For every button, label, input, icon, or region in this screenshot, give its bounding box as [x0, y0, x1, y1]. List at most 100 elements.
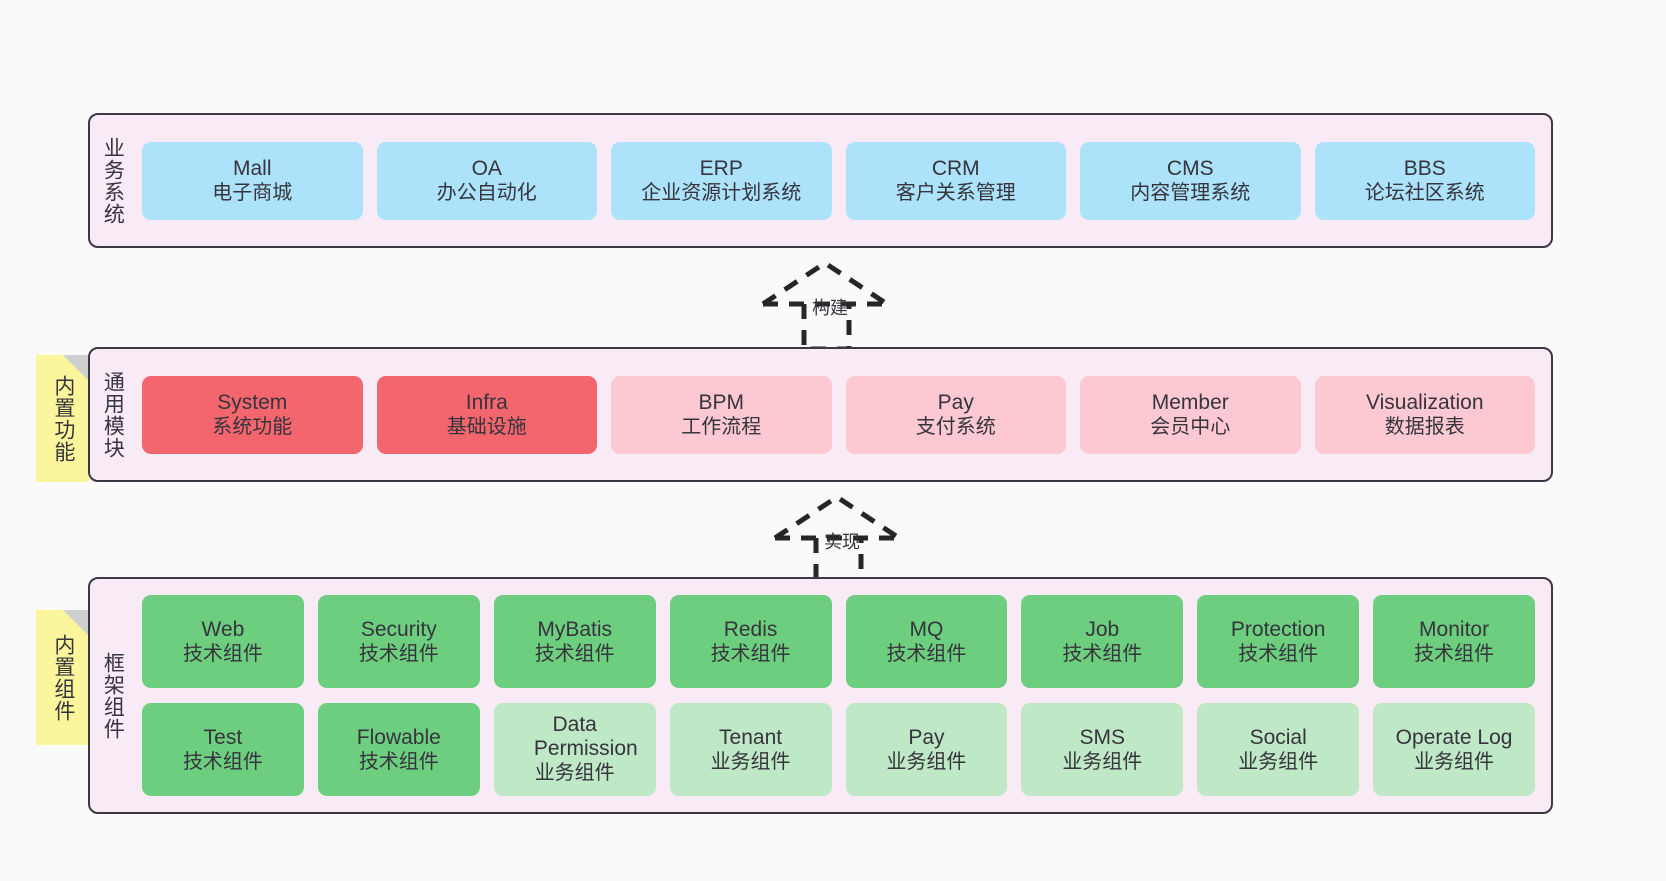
node-label-en: Job [1085, 617, 1120, 641]
sticky-note-builtin-function: 内置功能 [36, 355, 89, 482]
node-label-en: Pay [937, 390, 974, 414]
folded-corner-icon [63, 355, 89, 381]
node-label-cn: 会员中心 [1150, 416, 1231, 439]
node-sms[interactable]: SMS 业务组件 [1021, 703, 1184, 796]
node-label-en: Test [203, 725, 243, 749]
node-label-cn: 技术组件 [534, 643, 615, 666]
node-security[interactable]: Security 技术组件 [317, 595, 480, 688]
node-label-en: ERP [699, 156, 743, 180]
layer-framework-component: 框架组件 Web 技术组件 Security 技术组件 MyBatis 技术组件… [88, 577, 1553, 814]
node-label-en: Mall [232, 156, 272, 180]
node-label-cn: 企业资源计划系统 [641, 182, 802, 205]
node-label-cn: 客户关系管理 [895, 182, 1016, 205]
node-monitor[interactable]: Monitor 技术组件 [1373, 595, 1535, 688]
node-social[interactable]: Social 业务组件 [1197, 703, 1360, 796]
connector-build: 构建 [758, 258, 908, 354]
layer-common-module: 通用模块 System 系统功能 Infra 基础设施 BPM 工作流程 Pay… [88, 347, 1553, 482]
connector-label-implement: 实现 [824, 532, 860, 552]
layer-body-framework-component: Web 技术组件 Security 技术组件 MyBatis 技术组件 Redi… [134, 579, 1551, 812]
node-test[interactable]: Test 技术组件 [142, 703, 304, 796]
node-label-en: Data Permission [533, 713, 638, 761]
node-label-cn: 系统功能 [212, 416, 293, 439]
layer-body-common-module: System 系统功能 Infra 基础设施 BPM 工作流程 Pay 支付系统… [134, 349, 1551, 480]
node-erp[interactable]: ERP 企业资源计划系统 [611, 141, 832, 220]
node-label-cn: 技术组件 [182, 643, 263, 666]
node-label-en: Infra [465, 390, 508, 414]
node-label-cn: 技术组件 [1414, 643, 1495, 666]
framework-row-technical: Web 技术组件 Security 技术组件 MyBatis 技术组件 Redi… [142, 595, 1535, 688]
node-label-en: Protection [1230, 617, 1326, 641]
node-label-en: Tenant [719, 725, 783, 749]
sticky-note-builtin-component: 内置组件 [36, 610, 89, 745]
node-visualization[interactable]: Visualization 数据报表 [1314, 375, 1535, 454]
node-label-en: Redis [723, 617, 778, 641]
node-label-en: Visualization [1365, 390, 1484, 414]
node-label-cn: 技术组件 [182, 751, 263, 774]
node-mq[interactable]: MQ 技术组件 [845, 595, 1008, 688]
framework-row-business: Test 技术组件 Flowable 技术组件 Data Permission … [142, 703, 1535, 796]
node-data-permission[interactable]: Data Permission 业务组件 [493, 703, 656, 796]
node-system[interactable]: System 系统功能 [142, 375, 363, 454]
node-oa[interactable]: OA 办公自动化 [376, 141, 597, 220]
node-protection[interactable]: Protection 技术组件 [1197, 595, 1360, 688]
node-label-cn: 内容管理系统 [1130, 182, 1251, 205]
node-pay[interactable]: Pay 支付系统 [845, 375, 1066, 454]
node-label-en: MQ [909, 617, 944, 641]
node-label-cn: 工作流程 [681, 416, 762, 439]
node-label-cn: 业务组件 [1062, 751, 1143, 774]
node-label-cn: 业务组件 [534, 762, 615, 785]
sticky-note-label: 内置组件 [51, 633, 75, 722]
connector-implement: 实现 [770, 492, 920, 588]
node-infra[interactable]: Infra 基础设施 [376, 375, 597, 454]
node-label-en: Operate Log [1395, 725, 1513, 749]
node-tenant[interactable]: Tenant 业务组件 [669, 703, 832, 796]
node-label-cn: 数据报表 [1384, 416, 1465, 439]
node-label-en: Security [360, 617, 437, 641]
node-label-en: MyBatis [537, 617, 613, 641]
node-label-cn: 技术组件 [886, 643, 967, 666]
node-operate-log[interactable]: Operate Log 业务组件 [1373, 703, 1535, 796]
node-crm[interactable]: CRM 客户关系管理 [845, 141, 1066, 220]
connector-label-build: 构建 [812, 298, 848, 318]
node-label-cn: 业务组件 [1414, 751, 1495, 774]
node-web[interactable]: Web 技术组件 [142, 595, 304, 688]
node-label-en: Pay [908, 725, 945, 749]
node-flowable[interactable]: Flowable 技术组件 [317, 703, 480, 796]
folded-corner-icon [63, 610, 89, 636]
generalization-stem [813, 538, 864, 586]
node-label-cn: 电子商城 [212, 182, 293, 205]
node-member[interactable]: Member 会员中心 [1080, 375, 1301, 454]
node-mall[interactable]: Mall 电子商城 [142, 141, 363, 220]
node-label-cn: 技术组件 [358, 643, 439, 666]
node-label-en: Flowable [356, 725, 441, 749]
node-label-en: CRM [931, 156, 980, 180]
node-mybatis[interactable]: MyBatis 技术组件 [493, 595, 656, 688]
node-label-en: BBS [1403, 156, 1446, 180]
node-job[interactable]: Job 技术组件 [1021, 595, 1184, 688]
generalization-stem [801, 304, 852, 352]
node-label-cn: 办公自动化 [436, 182, 537, 205]
node-label-cn: 业务组件 [886, 751, 967, 774]
node-label-cn: 支付系统 [915, 416, 996, 439]
node-cms[interactable]: CMS 内容管理系统 [1080, 141, 1301, 220]
node-label-en: Monitor [1419, 617, 1490, 641]
node-bpm[interactable]: BPM 工作流程 [611, 375, 832, 454]
node-pay-business[interactable]: Pay 业务组件 [845, 703, 1008, 796]
node-label-cn: 论坛社区系统 [1364, 182, 1485, 205]
node-label-en: Member [1151, 390, 1229, 414]
node-bbs[interactable]: BBS 论坛社区系统 [1314, 141, 1535, 220]
layer-title-common-module: 通用模块 [101, 370, 125, 459]
node-label-en: System [217, 390, 288, 414]
sticky-note-label: 内置功能 [51, 374, 75, 463]
node-label-cn: 技术组件 [358, 751, 439, 774]
node-label-cn: 技术组件 [1238, 643, 1319, 666]
node-label-cn: 技术组件 [1062, 643, 1143, 666]
node-label-cn: 业务组件 [710, 751, 791, 774]
node-label-en: SMS [1079, 725, 1126, 749]
node-label-cn: 基础设施 [446, 416, 527, 439]
node-label-en: BPM [698, 390, 744, 414]
node-label-en: CMS [1166, 156, 1214, 180]
node-redis[interactable]: Redis 技术组件 [669, 595, 832, 688]
node-label-en: OA [471, 156, 502, 180]
node-label-en: Social [1249, 725, 1307, 749]
